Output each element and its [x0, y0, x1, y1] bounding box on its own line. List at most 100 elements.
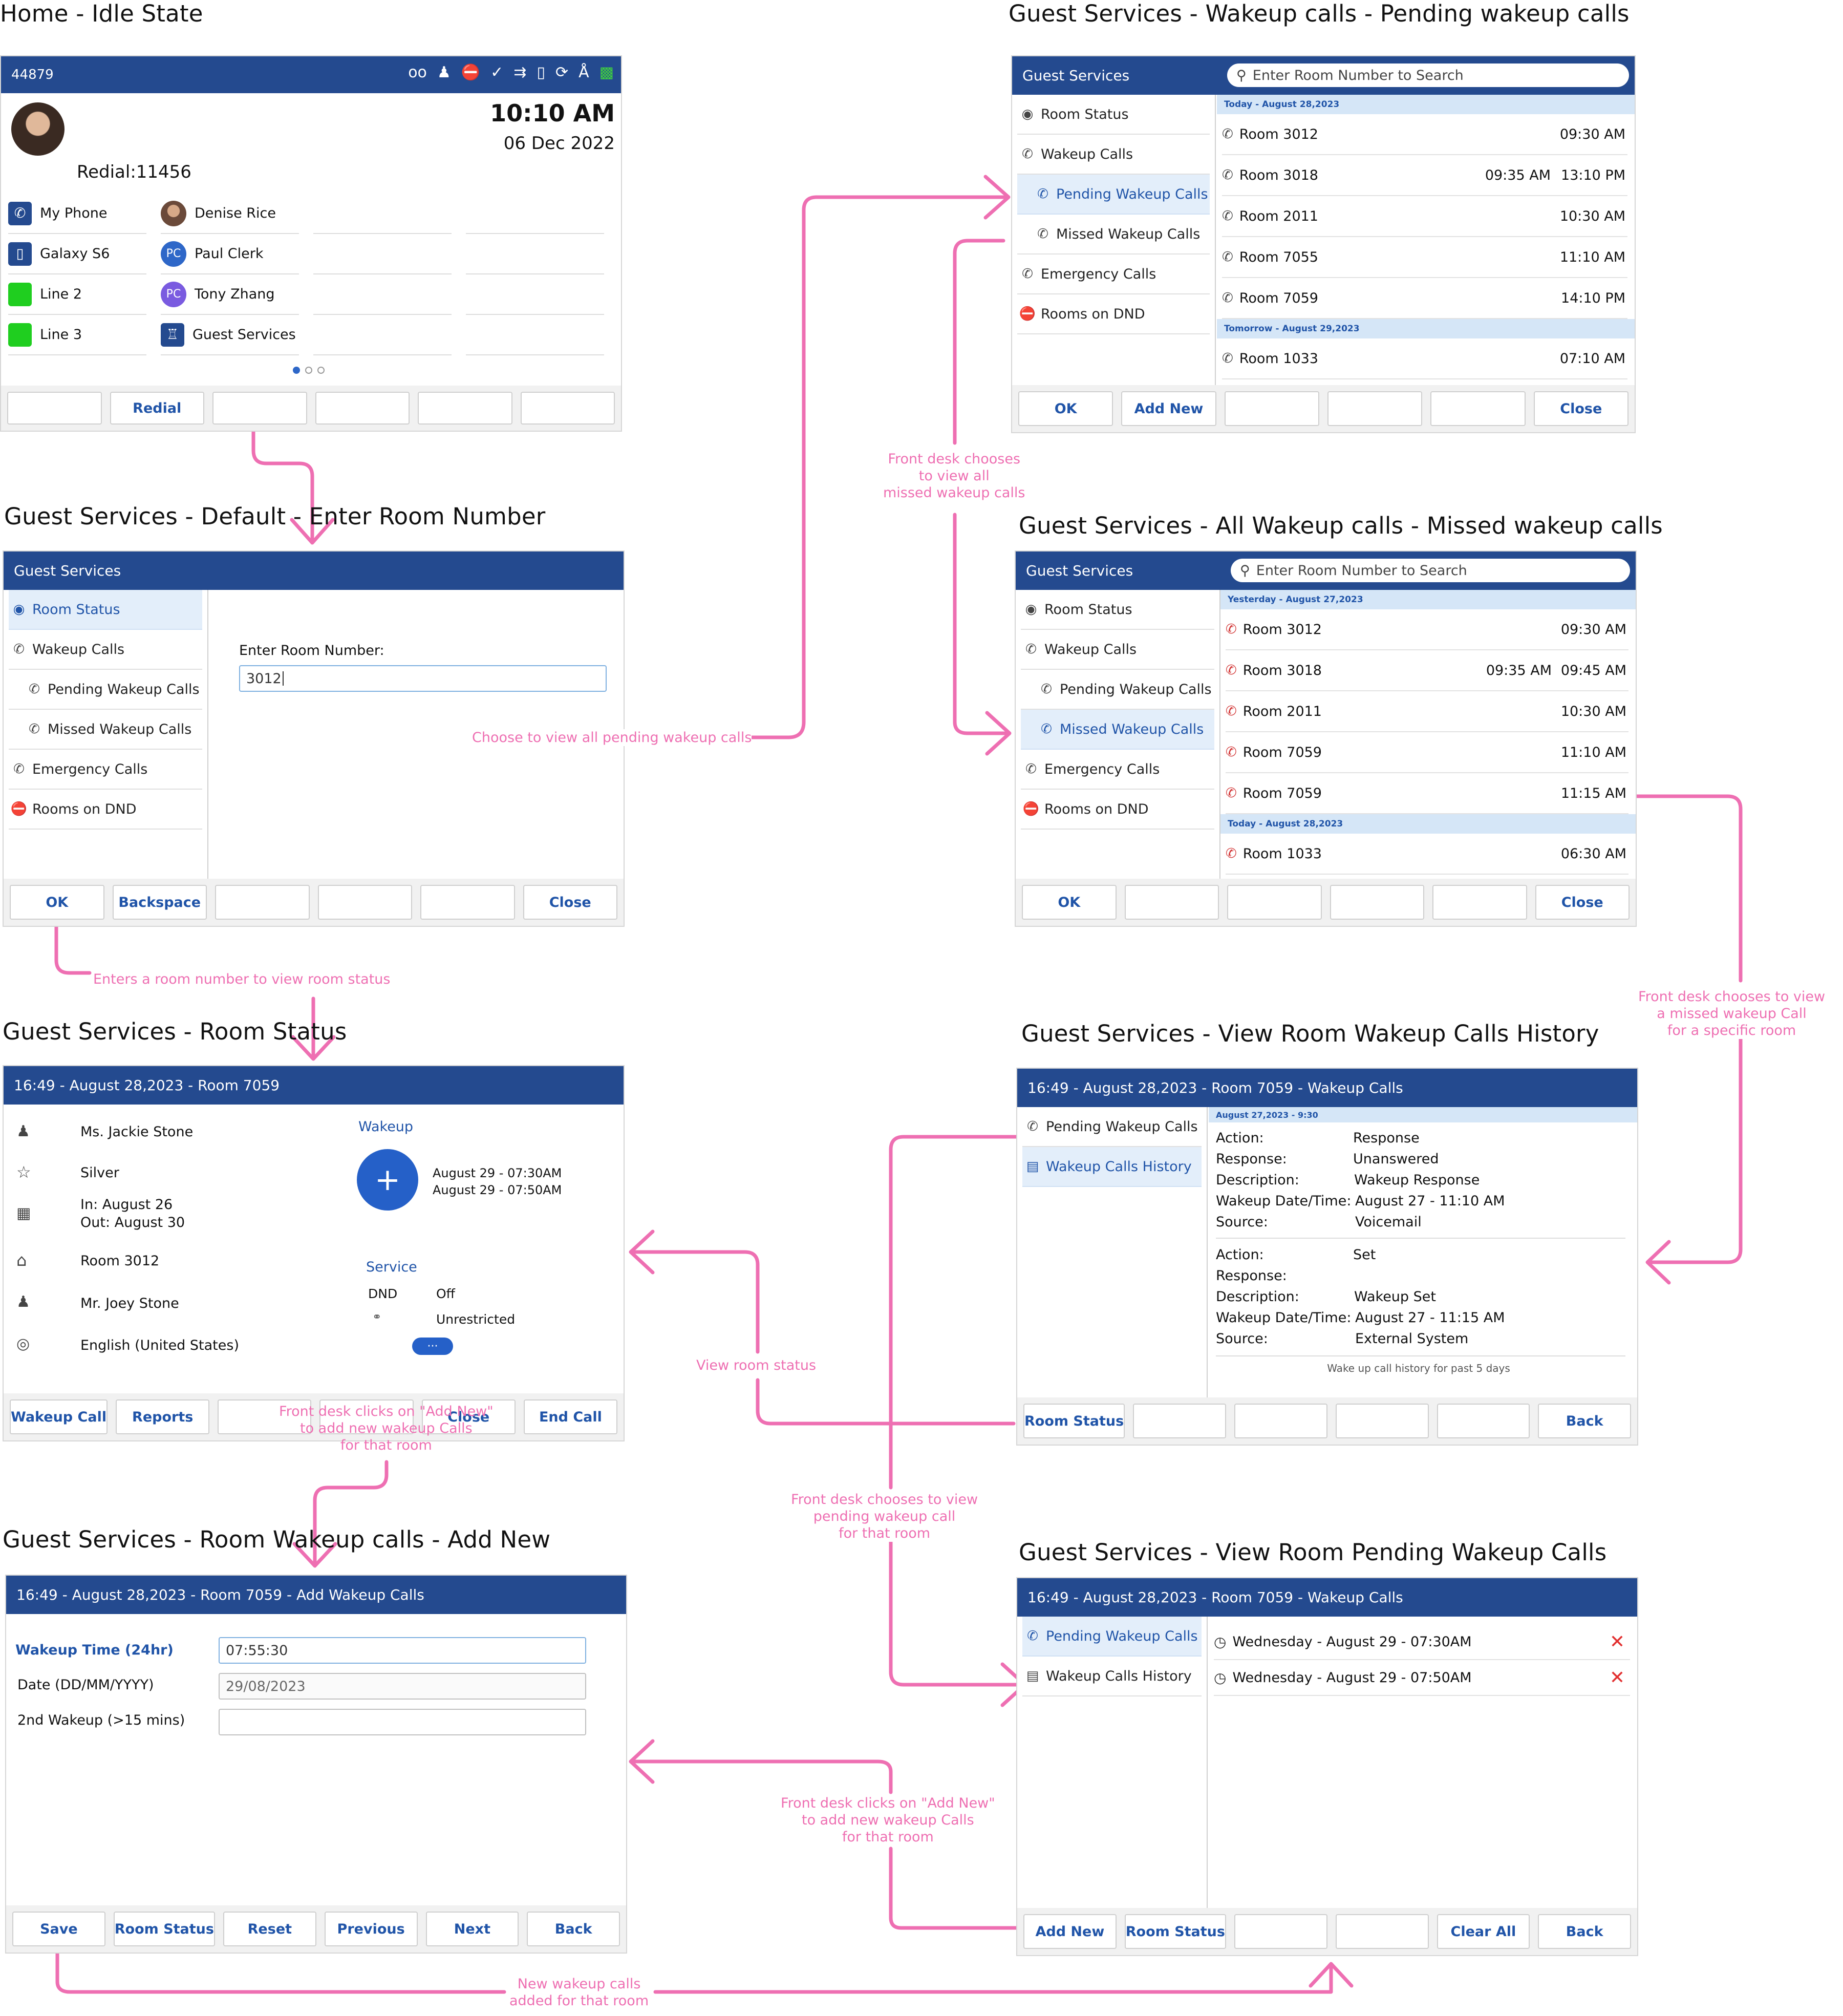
room-number-input[interactable]: 3012: [239, 665, 607, 692]
wakeup-call-button[interactable]: Wakeup Call: [10, 1399, 108, 1434]
previous-button[interactable]: Previous: [324, 1912, 418, 1946]
menu-rooms-on-dnd[interactable]: ⛔Rooms on DND: [9, 790, 202, 830]
wakeup-time-field[interactable]: 07:55:30: [219, 1637, 586, 1664]
ok-button[interactable]: OK: [1022, 885, 1117, 920]
softkey-6[interactable]: [520, 392, 615, 425]
ok-button[interactable]: OK: [1018, 391, 1113, 426]
softkey-3[interactable]: [212, 392, 307, 425]
reset-button[interactable]: Reset: [223, 1912, 316, 1946]
end-call-button[interactable]: End Call: [523, 1399, 618, 1434]
back-button[interactable]: Back: [527, 1912, 620, 1946]
add-new-button[interactable]: Add New: [1121, 391, 1216, 426]
ok-button[interactable]: OK: [10, 885, 104, 920]
menu-wakeup-calls[interactable]: ✆Wakeup Calls: [9, 630, 202, 670]
softkey-3[interactable]: [215, 885, 310, 920]
menu-missed-wakeup-calls[interactable]: ✆Missed Wakeup Calls: [9, 710, 202, 750]
line-key-my-phone[interactable]: ✆ My Phone: [8, 194, 146, 234]
empty-key[interactable]: [313, 315, 452, 355]
room-status-button[interactable]: Room Status: [1124, 1914, 1226, 1949]
softkey-3[interactable]: [1227, 885, 1322, 920]
softkey-5[interactable]: [1432, 885, 1527, 920]
softkey-5[interactable]: [1430, 391, 1526, 426]
softkey-4[interactable]: [1330, 885, 1424, 920]
list-item[interactable]: ◷ Wednesday - August 29 - 07:50AM ✕: [1214, 1660, 1630, 1696]
search-input[interactable]: ⚲ Enter Room Number to Search: [1231, 559, 1630, 582]
add-new-button[interactable]: Add New: [1023, 1914, 1117, 1949]
delete-icon[interactable]: ✕: [1609, 1631, 1625, 1652]
menu-rooms-on-dnd[interactable]: ⛔Rooms on DND: [1017, 294, 1210, 334]
line-key-galaxy-s6[interactable]: ▯ Galaxy S6: [8, 234, 146, 274]
empty-key[interactable]: [466, 234, 604, 274]
save-button[interactable]: Save: [12, 1912, 105, 1946]
softkey-4[interactable]: [1335, 1914, 1429, 1949]
room-status-button[interactable]: Room Status: [113, 1912, 215, 1946]
close-button[interactable]: Close: [523, 885, 617, 920]
empty-key[interactable]: [466, 315, 604, 355]
menu-wakeup-calls-history[interactable]: ▤Wakeup Calls History: [1022, 1657, 1202, 1696]
menu-missed-wakeup-calls[interactable]: ✆Missed Wakeup Calls: [1021, 710, 1214, 750]
more-button[interactable]: ···: [412, 1338, 453, 1355]
back-button[interactable]: Back: [1538, 1404, 1632, 1438]
close-button[interactable]: Close: [1533, 391, 1628, 426]
contact-paul-clerk[interactable]: PC Paul Clerk: [161, 234, 299, 274]
menu-wakeup-calls[interactable]: ✆Wakeup Calls: [1017, 135, 1210, 175]
menu-wakeup-calls-history[interactable]: ▤Wakeup Calls History: [1022, 1147, 1202, 1187]
menu-pending-wakeup-calls[interactable]: ✆Pending Wakeup Calls: [1017, 175, 1210, 215]
softkey-1[interactable]: [7, 392, 102, 425]
close-button[interactable]: Close: [1535, 885, 1630, 920]
menu-emergency-calls[interactable]: ✆Emergency Calls: [1021, 750, 1214, 790]
softkey-3[interactable]: [1224, 391, 1319, 426]
softkey-3[interactable]: [1234, 1914, 1327, 1949]
empty-key[interactable]: [466, 194, 604, 234]
backspace-button[interactable]: Backspace: [112, 885, 207, 920]
add-wakeup-button[interactable]: +: [357, 1149, 418, 1211]
softkey-4[interactable]: [319, 1399, 414, 1434]
contact-denise-rice[interactable]: Denise Rice: [161, 194, 299, 234]
softkey-5[interactable]: [1437, 1404, 1530, 1438]
empty-key[interactable]: [313, 234, 452, 274]
menu-pending-wakeup-calls[interactable]: ✆Pending Wakeup Calls: [1021, 670, 1214, 710]
search-input[interactable]: ⚲ Enter Room Number to Search: [1227, 63, 1629, 87]
room-status-button[interactable]: Room Status: [1023, 1404, 1125, 1438]
back-button[interactable]: Back: [1538, 1914, 1632, 1949]
menu-pending-wakeup-calls[interactable]: ✆Pending Wakeup Calls: [1022, 1107, 1202, 1147]
menu-pending-wakeup-calls[interactable]: ✆Pending Wakeup Calls: [1022, 1617, 1202, 1657]
contact-tony-zhang[interactable]: PC Tony Zhang: [161, 274, 299, 315]
menu-wakeup-calls[interactable]: ✆Wakeup Calls: [1021, 630, 1214, 670]
softkey-4[interactable]: [1327, 391, 1423, 426]
delete-icon[interactable]: ✕: [1609, 1667, 1625, 1688]
softkey-2[interactable]: [1124, 885, 1219, 920]
menu-missed-wakeup-calls[interactable]: ✆Missed Wakeup Calls: [1017, 215, 1210, 254]
guest-services-key[interactable]: ♖ Guest Services: [161, 315, 299, 355]
close-button[interactable]: Close: [421, 1399, 516, 1434]
empty-key[interactable]: [466, 274, 604, 315]
softkey-2[interactable]: [1133, 1404, 1226, 1438]
softkey-4[interactable]: [1335, 1404, 1429, 1438]
menu-room-status[interactable]: ◉Room Status: [1017, 95, 1210, 135]
menu-pending-wakeup-calls[interactable]: ✆Pending Wakeup Calls: [9, 670, 202, 710]
empty-key[interactable]: [313, 274, 452, 315]
menu-emergency-calls[interactable]: ✆Emergency Calls: [9, 750, 202, 790]
softkey-3[interactable]: [1234, 1404, 1327, 1438]
empty-key[interactable]: [313, 194, 452, 234]
menu-room-status[interactable]: ◉Room Status: [9, 590, 202, 630]
softkey-5[interactable]: [420, 885, 515, 920]
second-wakeup-field[interactable]: [219, 1709, 586, 1735]
redial-button[interactable]: Redial: [110, 392, 204, 425]
softkey-4[interactable]: [315, 392, 410, 425]
clear-all-button[interactable]: Clear All: [1437, 1914, 1530, 1949]
line-key-line-2[interactable]: Line 2: [8, 274, 146, 315]
softkey-3[interactable]: [218, 1399, 312, 1434]
menu-room-status[interactable]: ◉Room Status: [1021, 590, 1214, 630]
softkey-5[interactable]: [418, 392, 512, 425]
